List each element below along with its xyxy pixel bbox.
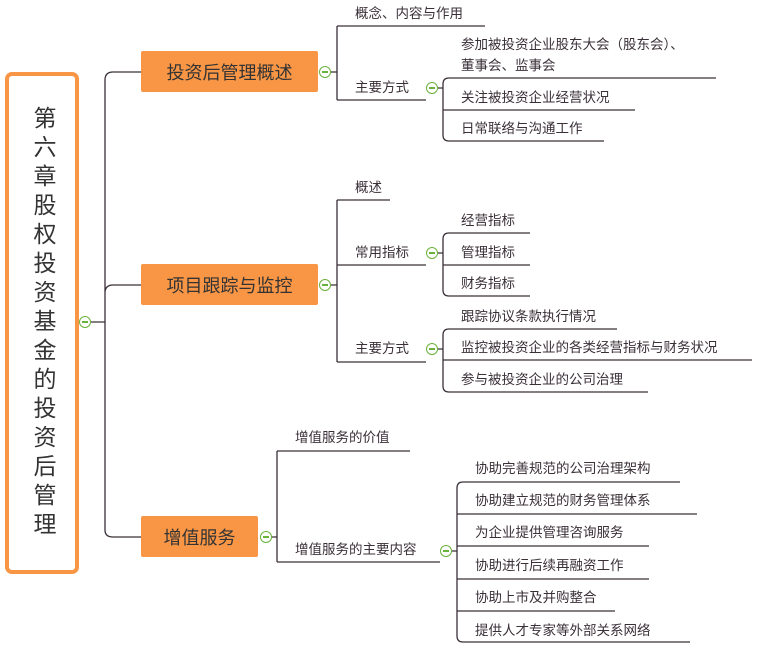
collapse-minus-icon[interactable] xyxy=(426,343,438,355)
node-main-methods[interactable]: 主要方式 xyxy=(355,341,409,357)
node-concept[interactable]: 概念、内容与作用 xyxy=(355,6,463,22)
list-item[interactable]: 协助完善规范的公司治理架构 xyxy=(475,461,651,477)
collapse-minus-icon[interactable] xyxy=(319,279,331,291)
list-item[interactable]: 跟踪协议条款执行情况 xyxy=(461,309,596,325)
list-item[interactable]: 财务指标 xyxy=(461,276,515,292)
node-main-methods[interactable]: 主要方式 xyxy=(355,80,409,96)
list-item[interactable]: 协助进行后续再融资工作 xyxy=(475,558,624,574)
list-item[interactable]: 经营指标 xyxy=(461,213,515,229)
collapse-minus-icon[interactable] xyxy=(426,82,438,94)
list-item[interactable]: 协助建立规范的财务管理体系 xyxy=(475,493,651,509)
list-item[interactable]: 提供人才专家等外部关系网络 xyxy=(475,623,651,639)
node-common-indicators[interactable]: 常用指标 xyxy=(355,245,409,261)
list-item[interactable]: 参与被投资企业的公司治理 xyxy=(461,372,623,388)
branch-node-overview[interactable]: 投资后管理概述 xyxy=(141,51,318,92)
root-title: 第六章股权投资基金的投资后管理 xyxy=(29,105,55,541)
branch-node-tracking[interactable]: 项目跟踪与监控 xyxy=(141,264,318,305)
collapse-minus-icon[interactable] xyxy=(426,247,438,259)
branch-label: 项目跟踪与监控 xyxy=(166,275,293,297)
list-item[interactable]: 管理指标 xyxy=(461,245,515,261)
collapse-minus-icon[interactable] xyxy=(440,545,452,557)
list-item[interactable]: 日常联络与沟通工作 xyxy=(461,121,583,137)
collapse-minus-icon[interactable] xyxy=(79,316,91,328)
list-item[interactable]: 参加被投资企业股东大会（股东会）、董事会、监事会 xyxy=(461,37,684,74)
branch-node-value-added[interactable]: 增值服务 xyxy=(141,516,258,557)
node-summary[interactable]: 概述 xyxy=(355,180,382,196)
collapse-minus-icon[interactable] xyxy=(260,531,272,543)
collapse-minus-icon[interactable] xyxy=(319,66,331,78)
list-item[interactable]: 关注被投资企业经营状况 xyxy=(461,90,610,106)
list-item[interactable]: 协助上市及并购整合 xyxy=(475,590,597,606)
node-service-content[interactable]: 增值服务的主要内容 xyxy=(295,542,417,558)
branch-label: 增值服务 xyxy=(163,527,236,549)
node-service-value[interactable]: 增值服务的价值 xyxy=(295,430,390,446)
branch-label: 投资后管理概述 xyxy=(166,62,293,84)
list-item[interactable]: 监控被投资企业的各类经营指标与财务状况 xyxy=(461,340,718,356)
root-node[interactable]: 第六章股权投资基金的投资后管理 xyxy=(5,72,79,574)
list-item[interactable]: 为企业提供管理咨询服务 xyxy=(475,525,624,541)
